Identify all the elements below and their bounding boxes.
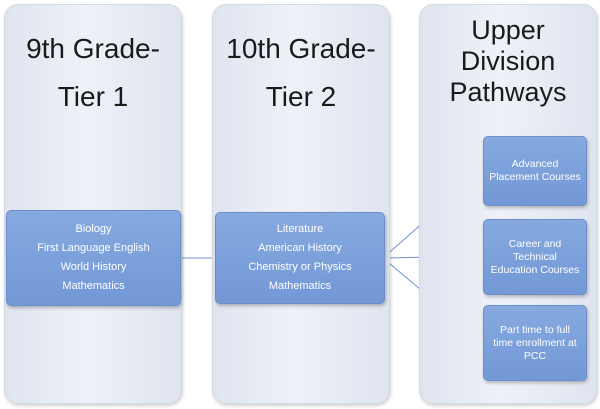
pathway-line: Part time to full	[499, 323, 571, 336]
course-item: First Language English	[37, 242, 150, 254]
tier1-courses-box: Biology First Language English World His…	[6, 210, 181, 306]
column-title-upper-division: Upper Division Pathways	[420, 15, 596, 108]
title-line: Tier 2	[265, 81, 337, 112]
tier2-courses-box: Literature American History Chemistry or…	[215, 212, 385, 304]
column-title-10th-grade: 10th Grade- Tier 2	[213, 25, 389, 121]
column-title-9th-grade: 9th Grade- Tier 1	[5, 25, 181, 121]
pathway-line: PCC	[523, 349, 547, 362]
course-item: Biology	[75, 223, 112, 235]
column-10th-grade: 10th Grade- Tier 2	[212, 4, 390, 404]
title-line: Division	[460, 46, 556, 76]
title-line: 10th Grade-	[226, 33, 376, 64]
pathway-advanced-placement-box: Advanced Placement Courses	[483, 136, 587, 206]
course-item: Literature	[276, 223, 324, 235]
course-item: Mathematics	[268, 280, 332, 292]
pathway-line: time enrollment at	[493, 336, 577, 349]
pathway-line: Career and	[508, 237, 562, 250]
title-line: Upper	[471, 15, 545, 45]
title-line: 9th Grade-	[26, 33, 160, 64]
pathway-line: Technical	[513, 250, 557, 263]
title-line: Tier 1	[57, 81, 129, 112]
pathway-pcc-enrollment-box: Part time to full time enrollment at PCC	[483, 305, 587, 381]
title-line: Pathways	[449, 77, 567, 107]
column-9th-grade: 9th Grade- Tier 1	[4, 4, 182, 404]
pathway-line: Placement Courses	[489, 171, 581, 183]
pathway-line: Advanced	[511, 158, 559, 170]
course-item: Chemistry or Physics	[248, 261, 352, 273]
course-item: American History	[258, 242, 342, 254]
course-item: Mathematics	[62, 280, 125, 292]
pathway-career-technical-box: Career and Technical Education Courses	[483, 219, 587, 295]
pathway-line: Education Courses	[490, 263, 580, 276]
course-item: World History	[60, 261, 127, 273]
